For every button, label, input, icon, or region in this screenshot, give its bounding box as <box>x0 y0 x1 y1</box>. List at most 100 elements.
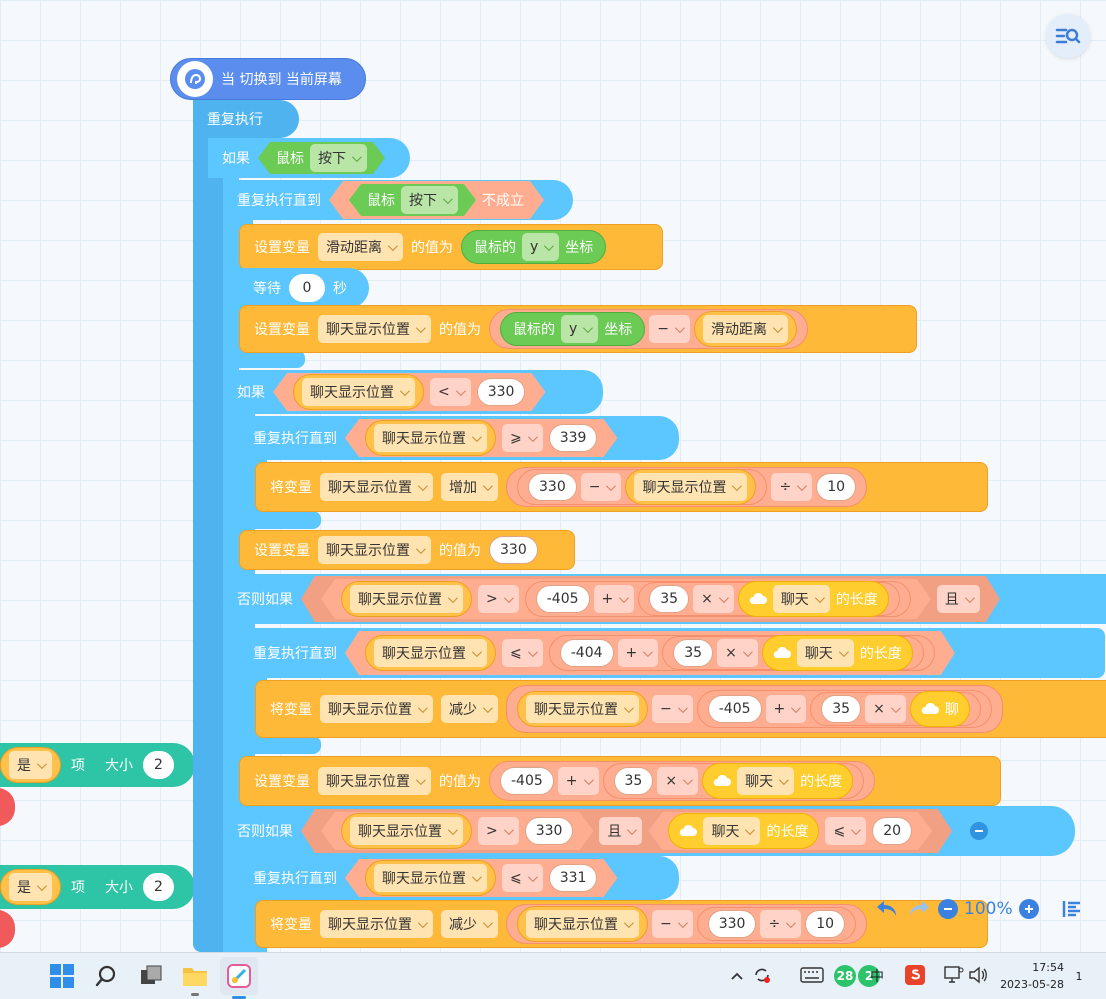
chat-position-reporter-2[interactable]: 聊天显示位置 <box>365 420 496 456</box>
list-length-reporter[interactable]: 聊天 的长度 <box>738 581 889 617</box>
compare-value-input[interactable]: 330 <box>477 378 526 406</box>
chat-position-reporter[interactable]: 聊天显示位置 <box>293 374 424 410</box>
side-dropdown-1[interactable]: 是 <box>0 747 61 783</box>
compare-value-input-7[interactable]: 331 <box>549 864 598 892</box>
if-mouse-block[interactable]: 如果 鼠标 按下 <box>208 138 410 178</box>
ime-indicator[interactable]: 中 <box>870 969 884 985</box>
list-length-reporter-4[interactable]: 聊天 的长度 <box>702 763 854 799</box>
number-input-10-2[interactable]: 10 <box>805 910 846 938</box>
chat-position-reporter-7[interactable]: 聊天显示位置 <box>341 813 472 849</box>
and-condition-2[interactable]: 聊天显示位置 > 330 且 聊天 的长度 ⩽ 20 <box>301 809 952 853</box>
set-scroll-distance-block[interactable]: 设置变量 滑动距离 的值为 鼠标的 y 坐标 <box>239 224 663 270</box>
list-dropdown[interactable]: 聊天 <box>773 585 830 613</box>
file-explorer-button[interactable] <box>180 961 210 996</box>
side-block-2[interactable]: 是 项 大小 2 <box>0 865 195 909</box>
change-action-dropdown-3[interactable]: 减少 <box>441 910 498 938</box>
compare-dropdown-2[interactable]: ⩾ <box>502 424 543 452</box>
value-input-330[interactable]: 330 <box>489 536 538 564</box>
side-red-block-2[interactable] <box>0 910 15 948</box>
variable-dropdown-3[interactable]: 聊天显示位置 <box>320 473 433 501</box>
if-position-less-block[interactable]: 如果 聊天显示位置 < 330 <box>223 370 603 414</box>
scroll-distance-reporter[interactable]: 滑动距离 <box>694 311 798 347</box>
side-block-1[interactable]: 是 项 大小 2 <box>0 743 195 787</box>
list-dropdown-2[interactable]: 聊天 <box>797 639 854 667</box>
less-than-condition[interactable]: 聊天显示位置 < 330 <box>273 373 545 411</box>
subtract-operator-3[interactable]: 聊天显示位置 − -405 + 35 × 聊 <box>506 685 1003 733</box>
operator-dropdown-3[interactable]: ÷ <box>771 473 813 501</box>
compare-dropdown-5[interactable]: > <box>478 817 519 845</box>
gt-condition[interactable]: 聊天显示位置 > -405 + 35 × 聊天 的长度 <box>321 579 931 619</box>
and-condition[interactable]: 聊天显示位置 > -405 + 35 × 聊天 的长度 且 <box>301 576 1000 622</box>
mouse-pressed-sensor[interactable]: 鼠标 按下 <box>258 142 385 174</box>
operator-dropdown[interactable]: − <box>649 315 691 343</box>
change-increase-block[interactable]: 将变量 聊天显示位置 增加 330 − 聊天显示位置 ÷ 10 <box>255 462 988 512</box>
number-input-330[interactable]: 330 <box>528 473 577 501</box>
not-condition[interactable]: 鼠标 按下 不成立 <box>329 181 544 219</box>
variable-dropdown-5[interactable]: 聊天显示位置 <box>320 695 433 723</box>
operator-dropdown-7[interactable]: × <box>717 639 758 667</box>
compare-value-input-2[interactable]: 339 <box>549 424 598 452</box>
repeat-until-ge-block[interactable]: 重复执行直到 聊天显示位置 ⩾ 339 <box>239 416 679 460</box>
zoom-out-button[interactable] <box>938 899 958 919</box>
add-operator[interactable]: -405 + 35 × 聊天 的长度 <box>525 581 911 617</box>
compare-value-input-6[interactable]: 20 <box>872 817 912 845</box>
sync-icon[interactable] <box>752 965 772 985</box>
operator-dropdown-9[interactable]: + <box>765 695 807 723</box>
number-input-neg405-3[interactable]: -405 <box>500 767 554 795</box>
gt-condition-2[interactable]: 聊天显示位置 > 330 <box>321 812 593 850</box>
axis-dropdown-2[interactable]: y <box>561 315 599 343</box>
number-input-35-3[interactable]: 35 <box>821 695 862 723</box>
remove-branch-button[interactable] <box>970 822 989 840</box>
chevron-up-icon[interactable] <box>730 969 744 983</box>
set-position-formula-block[interactable]: 设置变量 聊天显示位置 的值为 -405 + 35 × 聊天 的长度 <box>239 756 1001 806</box>
find-blocks-button[interactable] <box>1046 14 1090 58</box>
variable-dropdown-6[interactable]: 聊天显示位置 <box>318 767 431 795</box>
list-dropdown-5[interactable]: 聊天 <box>703 817 760 845</box>
chat-position-reporter-4[interactable]: 聊天显示位置 <box>341 581 472 617</box>
operator-dropdown-5[interactable]: × <box>693 585 734 613</box>
repeat-until-le-block[interactable]: 重复执行直到 聊天显示位置 ⩽ -404 + 35 × 聊天 的长度 <box>239 628 1105 678</box>
subtract-operator-2[interactable]: 330 − 聊天显示位置 <box>517 469 768 505</box>
le-condition-2[interactable]: 聊天 的长度 ⩽ 20 <box>648 812 932 850</box>
multiply-operator-2[interactable]: 35 × 聊天 的长度 <box>662 636 924 670</box>
side-value-2[interactable]: 2 <box>143 873 174 901</box>
else-if-block-1[interactable]: 否则如果 聊天显示位置 > -405 + 35 × 聊天 的长度 且 <box>223 574 1106 624</box>
compare-value-input-5[interactable]: 330 <box>525 817 574 845</box>
tray-badge-2[interactable]: 2 <box>858 965 880 987</box>
change-decrease-block[interactable]: 将变量 聊天显示位置 减少 聊天显示位置 − -405 + 35 × 聊 <box>255 680 1106 738</box>
change-decrease-block-2[interactable]: 将变量 聊天显示位置 减少 聊天显示位置 − 330 ÷ 10 <box>255 900 988 948</box>
operator-dropdown-13[interactable]: − <box>652 910 693 938</box>
set-chat-position-block[interactable]: 设置变量 聊天显示位置 的值为 鼠标的 y 坐标 − 滑动距离 <box>239 305 917 353</box>
list-dropdown-4[interactable]: 聊天 <box>737 767 795 795</box>
wait-block[interactable]: 等待 0 秒 <box>239 268 369 308</box>
operator-dropdown-8[interactable]: − <box>652 695 693 723</box>
operator-dropdown-12[interactable]: × <box>657 767 699 795</box>
repeat-until-mouse-block[interactable]: 重复执行直到 鼠标 按下 不成立 <box>223 180 573 220</box>
operator-dropdown-2[interactable]: − <box>580 473 622 501</box>
compare-dropdown-3[interactable]: > <box>478 585 519 613</box>
variable-dropdown[interactable]: 滑动距离 <box>318 233 403 261</box>
variable-dropdown-7[interactable]: 聊天显示位置 <box>320 910 433 938</box>
subtract-operator-4[interactable]: 聊天显示位置 − 330 ÷ 10 <box>506 904 868 944</box>
compare-dropdown[interactable]: < <box>430 378 471 406</box>
tray-badge-1[interactable]: 28 <box>834 965 856 987</box>
compare-dropdown-4[interactable]: ⩽ <box>502 639 543 667</box>
search-button[interactable] <box>91 961 121 991</box>
hat-block[interactable]: 当 切换到 当前屏幕 <box>170 58 366 100</box>
operator-dropdown-11[interactable]: + <box>557 767 599 795</box>
variable-dropdown-4[interactable]: 聊天显示位置 <box>318 536 431 564</box>
editor-app-button[interactable] <box>220 957 258 999</box>
number-input-10[interactable]: 10 <box>816 473 857 501</box>
chat-position-reporter-5[interactable]: 聊天显示位置 <box>365 635 496 671</box>
clock[interactable]: 17:54 2023-05-28 <box>1000 959 1064 993</box>
ge-condition[interactable]: 聊天显示位置 ⩾ 339 <box>345 419 617 457</box>
task-view-button[interactable] <box>136 961 166 991</box>
side-value-1[interactable]: 2 <box>143 751 174 779</box>
change-action-dropdown-2[interactable]: 减少 <box>441 695 498 723</box>
number-input-neg405-2[interactable]: -405 <box>707 695 762 723</box>
list-length-reporter-3[interactable]: 聊 <box>909 691 970 727</box>
align-blocks-icon[interactable] <box>1061 899 1083 919</box>
keyboard-icon[interactable] <box>800 967 824 983</box>
side-dropdown-2[interactable]: 是 <box>0 869 61 905</box>
logic-dropdown-2[interactable]: 且 <box>599 817 642 845</box>
